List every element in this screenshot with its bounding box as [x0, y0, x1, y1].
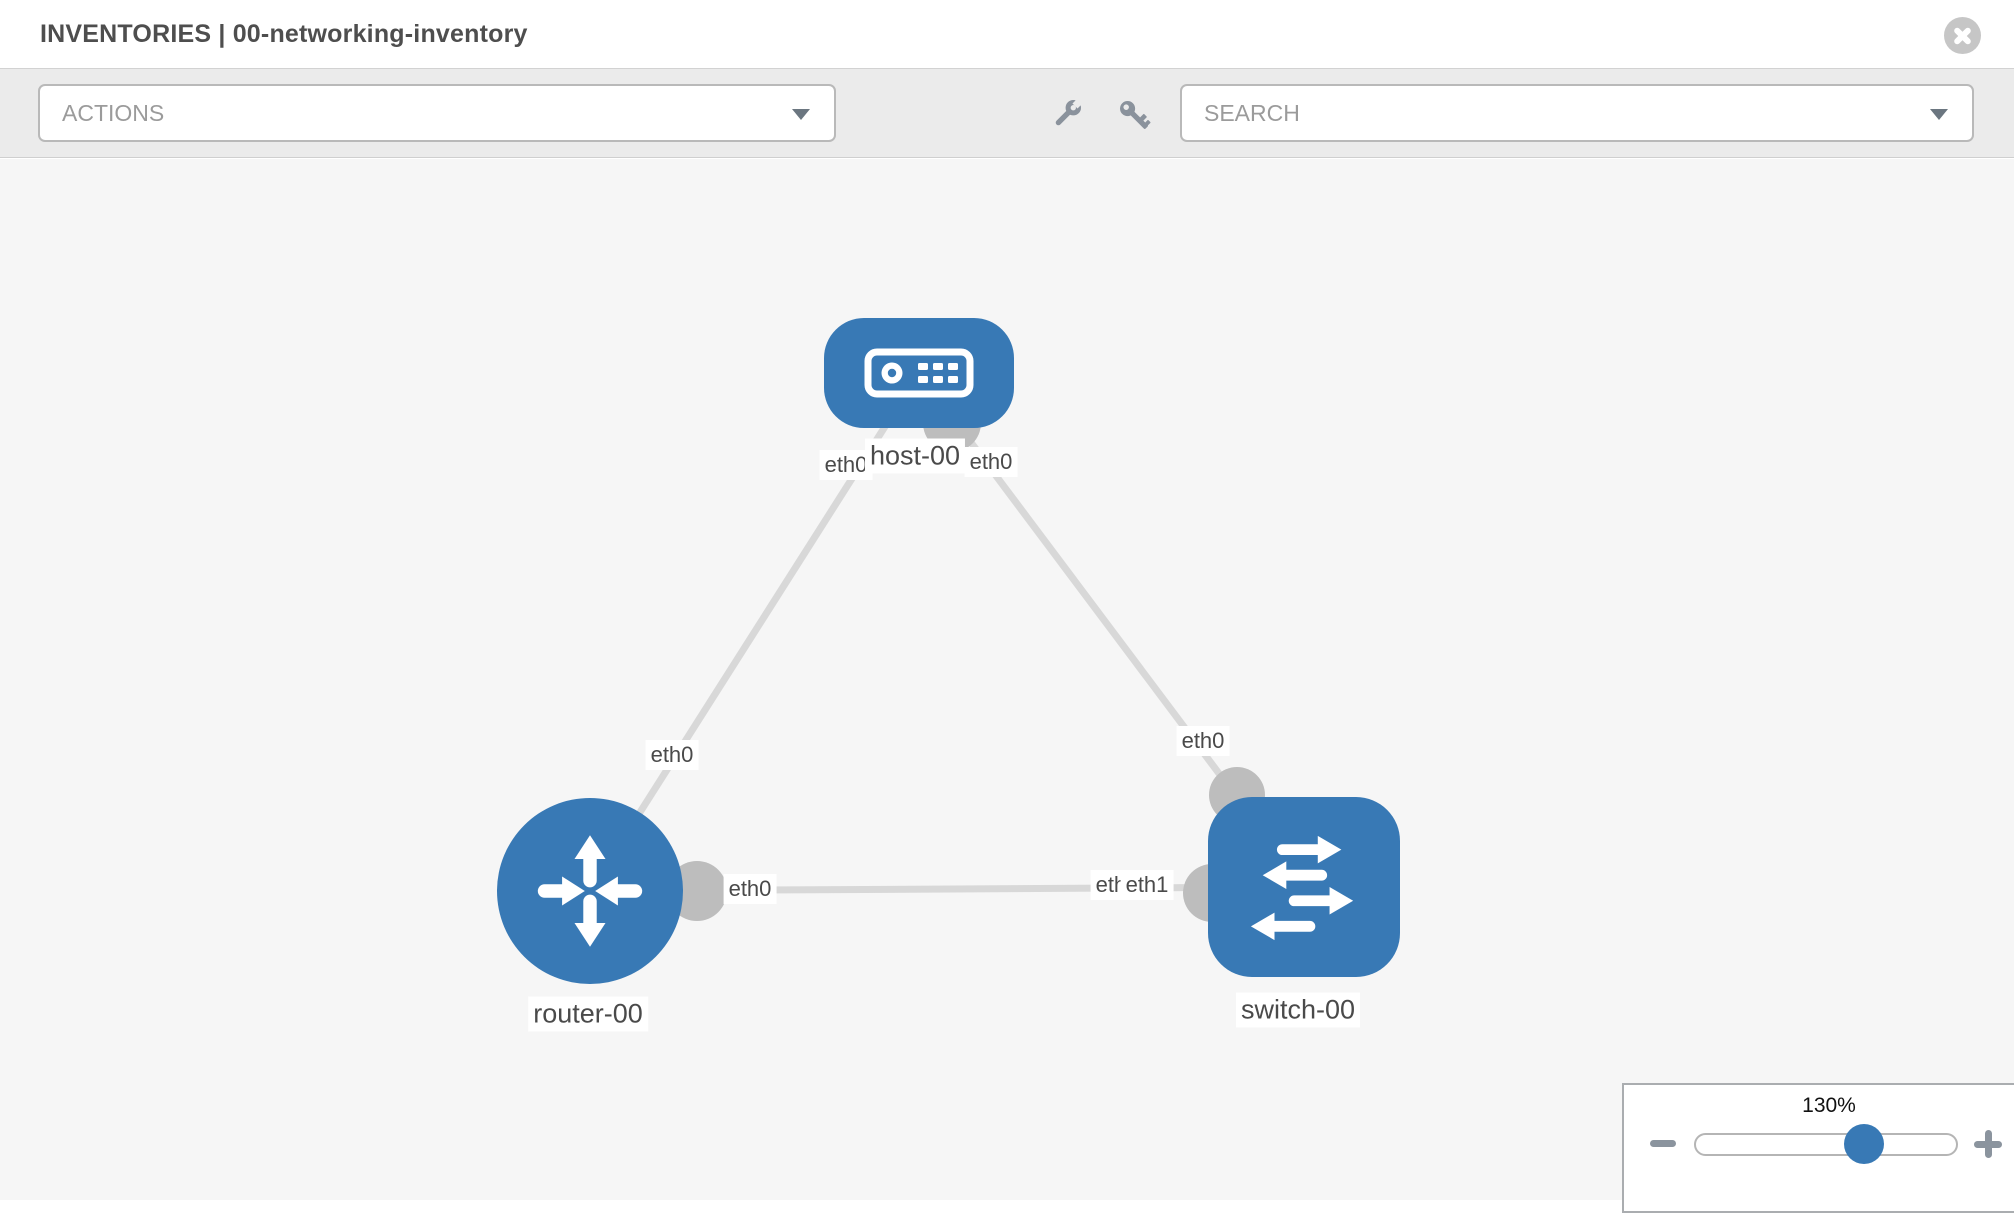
node-label-switch: switch-00 — [1235, 992, 1361, 1028]
wrench-icon[interactable] — [1048, 95, 1086, 133]
topology-canvas[interactable]: eth0 eth0 host-00 eth0 eth0 eth0 eth0 et… — [0, 159, 2014, 1213]
switch-icon — [1250, 835, 1354, 941]
interface-label: eth0 — [819, 450, 873, 480]
chevron-down-icon — [792, 109, 810, 120]
actions-dropdown[interactable]: ACTIONS — [38, 84, 836, 142]
interface-label: eth0 — [1176, 726, 1230, 756]
zoom-panel: 130% — [1622, 1083, 2014, 1213]
node-host[interactable] — [824, 318, 1014, 428]
interface-label: eth0 — [723, 874, 777, 904]
interface-label: eth0 — [645, 740, 699, 770]
server-icon — [864, 348, 974, 398]
interface-label: eth1 — [1120, 870, 1174, 900]
page-title: INVENTORIES | 00-networking-inventory — [40, 20, 528, 48]
links-layer — [587, 370, 1307, 922]
zoom-out-button[interactable] — [1650, 1140, 1676, 1147]
node-label-router: router-00 — [528, 996, 648, 1032]
search-dropdown[interactable]: SEARCH — [1180, 84, 1974, 142]
node-switch[interactable] — [1208, 797, 1400, 977]
node-router[interactable] — [497, 798, 683, 984]
interface-dot-router[interactable] — [667, 861, 727, 921]
zoom-slider-track[interactable] — [1694, 1133, 1958, 1156]
node-label-host: host-00 — [864, 438, 966, 474]
actions-dropdown-label: ACTIONS — [62, 100, 165, 126]
zoom-in-button[interactable] — [1974, 1130, 2002, 1158]
key-icon[interactable] — [1114, 95, 1156, 137]
header: INVENTORIES | 00-networking-inventory — [0, 0, 2014, 68]
close-icon[interactable] — [1944, 17, 1981, 54]
zoom-level: 130% — [1802, 1094, 1856, 1117]
interface-label: eth0 — [964, 447, 1018, 477]
search-dropdown-label: SEARCH — [1204, 100, 1300, 126]
zoom-slider-thumb[interactable] — [1844, 1124, 1884, 1164]
toolbar: ACTIONS SEARCH — [0, 68, 2014, 158]
router-icon — [537, 835, 643, 947]
chevron-down-icon — [1930, 109, 1948, 120]
